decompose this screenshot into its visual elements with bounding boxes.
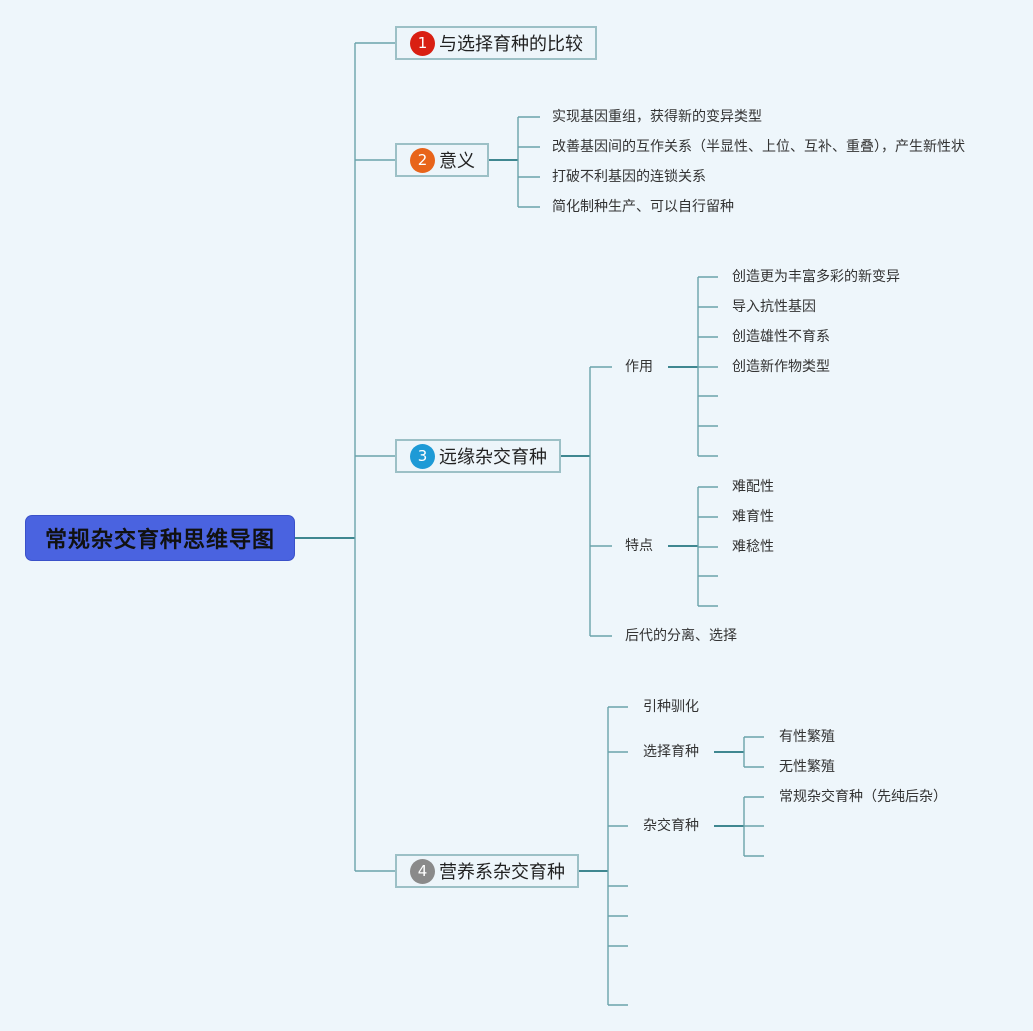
- leaf-node[interactable]: 创造更为丰富多彩的新变异: [732, 269, 900, 285]
- branch-clonal-hybridization[interactable]: 4 营养系杂交育种: [395, 854, 579, 888]
- leaf-node[interactable]: 改善基因间的互作关系（半显性、上位、互补、重叠），产生新性状: [552, 139, 965, 155]
- subtopic-introduction[interactable]: 引种驯化: [643, 699, 699, 715]
- number-badge-1: 1: [410, 30, 435, 56]
- leaf-node[interactable]: 难育性: [732, 509, 774, 525]
- number-badge-3: 3: [410, 443, 435, 469]
- leaf-node[interactable]: 实现基因重组，获得新的变异类型: [552, 109, 762, 125]
- number-badge-4: 4: [410, 858, 435, 884]
- branch-distant-hybridization[interactable]: 3 远缘杂交育种: [395, 439, 561, 473]
- branch-label: 远缘杂交育种: [439, 447, 547, 468]
- leaf-node[interactable]: 难配性: [732, 479, 774, 495]
- number-badge-2: 2: [410, 147, 435, 173]
- leaf-node[interactable]: 难稔性: [732, 539, 774, 555]
- leaf-node[interactable]: 无性繁殖: [779, 759, 835, 775]
- subtopic-characteristics[interactable]: 特点: [625, 538, 653, 554]
- branch-label: 意义: [439, 151, 475, 172]
- subtopic-hybrid-breeding[interactable]: 杂交育种: [643, 818, 699, 834]
- leaf-node[interactable]: 常规杂交育种（先纯后杂）: [779, 789, 947, 805]
- subtopic-function[interactable]: 作用: [625, 359, 653, 375]
- subtopic-selection[interactable]: 选择育种: [643, 744, 699, 760]
- root-topic[interactable]: 常规杂交育种思维导图: [26, 516, 294, 560]
- subtopic-offspring[interactable]: 后代的分离、选择: [625, 628, 737, 644]
- branch-comparison[interactable]: 1 与选择育种的比较: [395, 26, 597, 60]
- leaf-node[interactable]: 简化制种生产、可以自行留种: [552, 199, 734, 215]
- leaf-node[interactable]: 创造新作物类型: [732, 359, 830, 375]
- leaf-node[interactable]: 打破不利基因的连锁关系: [552, 169, 706, 185]
- branch-significance[interactable]: 2 意义: [395, 143, 489, 177]
- branch-label: 与选择育种的比较: [439, 34, 583, 55]
- leaf-node[interactable]: 导入抗性基因: [732, 299, 816, 315]
- branch-label: 营养系杂交育种: [439, 862, 565, 883]
- leaf-node[interactable]: 创造雄性不育系: [732, 329, 830, 345]
- leaf-node[interactable]: 有性繁殖: [779, 729, 835, 745]
